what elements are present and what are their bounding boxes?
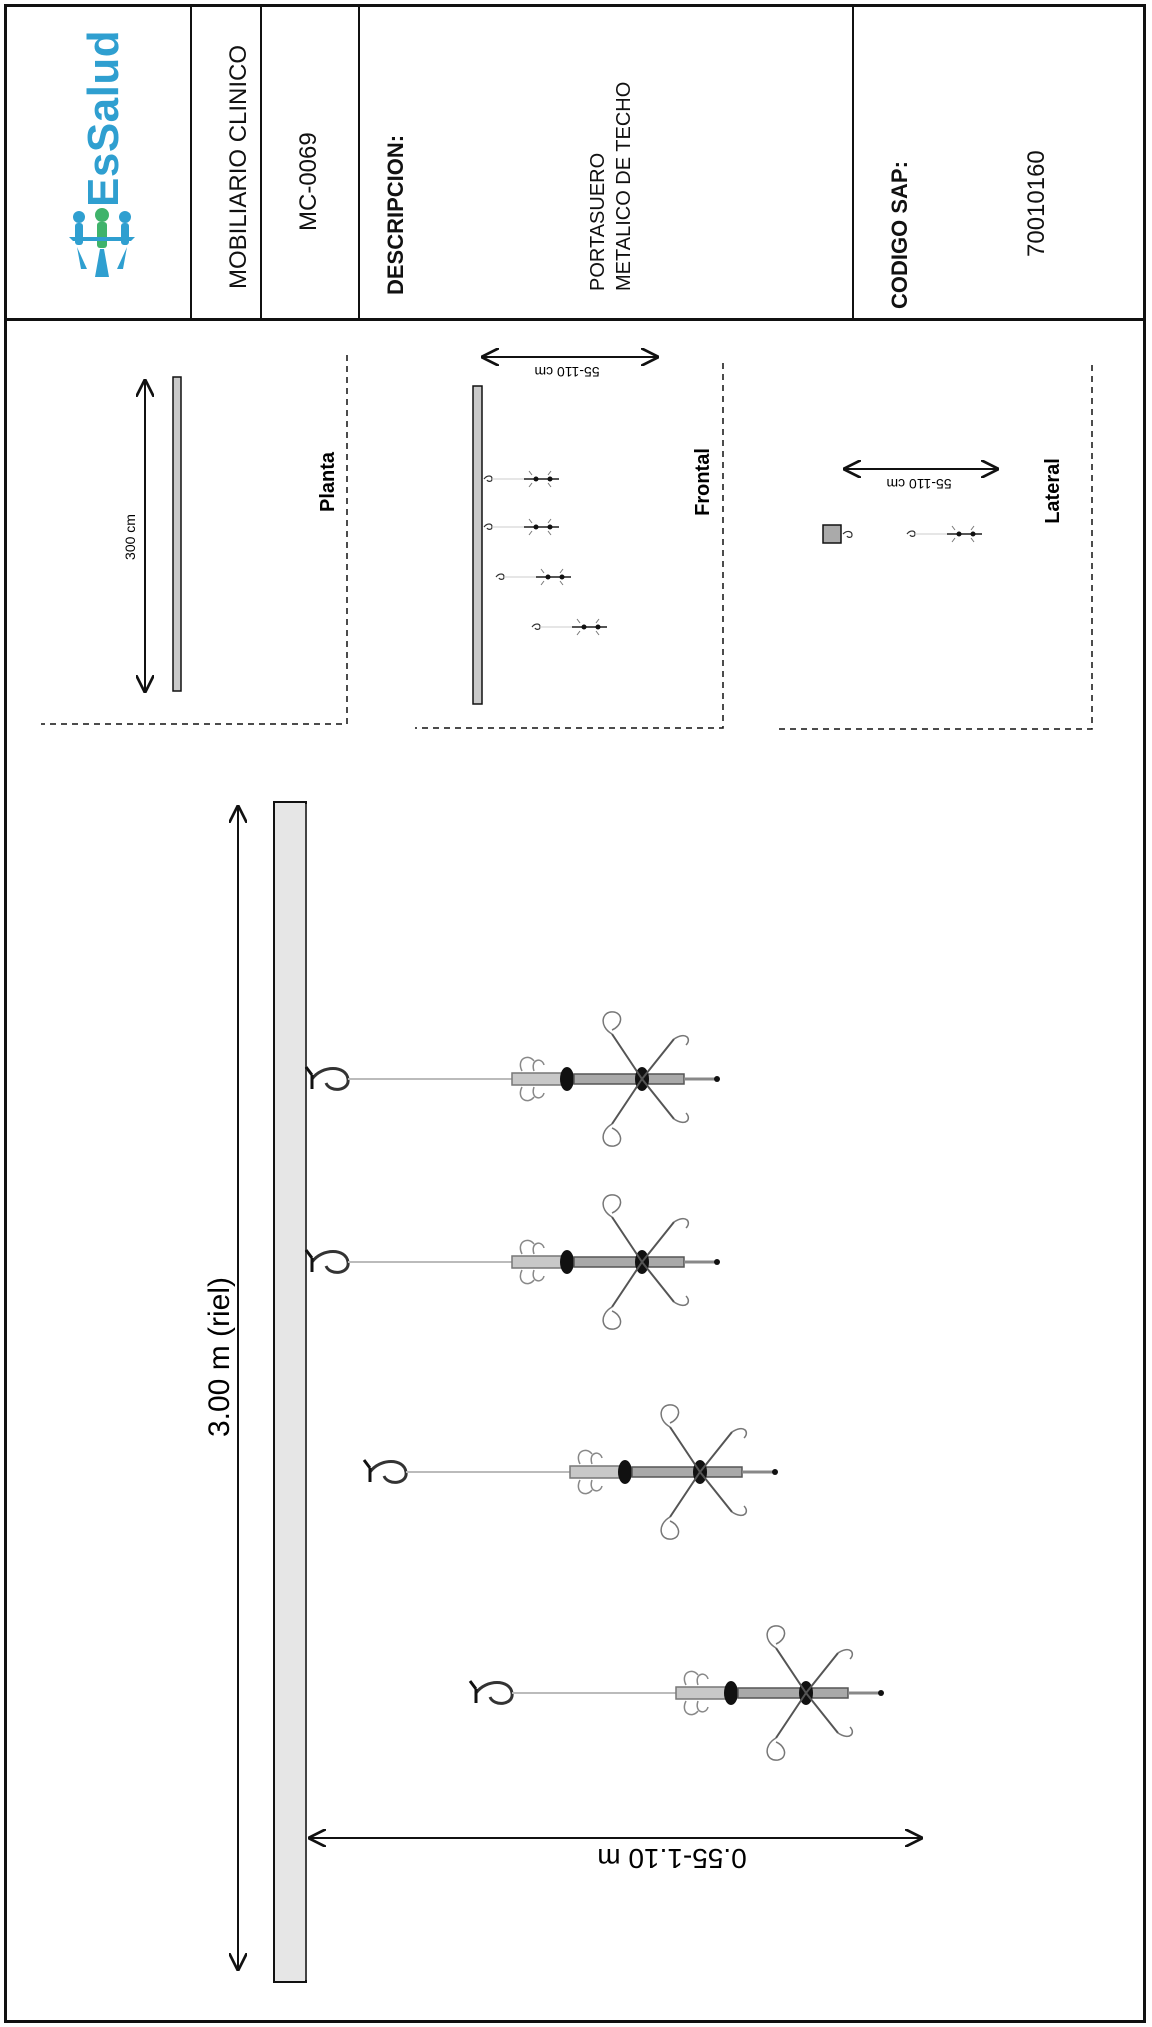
height-range-label: 0.55-1.10 m	[597, 1843, 746, 1874]
frontal-pole	[483, 470, 560, 488]
divider	[852, 7, 854, 318]
rail-length-label: 3.00 m (riel)	[203, 1277, 236, 1437]
frontal-view: 55-110 cm Frontal	[415, 357, 724, 729]
lateral-pole	[906, 525, 983, 543]
divider	[190, 7, 192, 318]
lateral-dimension-text: 55-110 cm	[886, 476, 951, 492]
iv-pole	[468, 1624, 886, 1762]
technical-drawing: 300 cm Planta 55-110 cm Frontal 55-110 c…	[41, 7, 1093, 1983]
frontal-dimension-text: 55-110 cm	[534, 364, 599, 380]
planta-dimension-text: 300 cm	[122, 514, 138, 560]
frontal-rail	[472, 385, 483, 705]
iv-pole	[304, 1193, 722, 1331]
lateral-hook	[842, 530, 853, 538]
frontal-label: Frontal	[692, 448, 714, 516]
frontal-pole	[483, 518, 560, 536]
lateral-rail-section	[822, 524, 842, 544]
drawing-sheet: EsSalud MOBILIARIO CLINICO MC-0069 DESCR…	[4, 4, 1146, 2023]
iv-pole	[362, 1403, 780, 1541]
iv-pole	[304, 1010, 722, 1148]
divider	[358, 7, 360, 318]
planta-label: Planta	[317, 451, 339, 512]
frontal-pole	[531, 618, 608, 636]
planta-rail	[172, 376, 182, 692]
lateral-frame	[779, 365, 1093, 730]
lateral-view: 55-110 cm Lateral	[779, 365, 1093, 730]
essalud-logo-icon	[69, 208, 135, 277]
lateral-label: Lateral	[1042, 458, 1064, 524]
divider	[260, 7, 262, 318]
frontal-frame	[415, 363, 724, 729]
planta-view: 300 cm Planta	[41, 355, 348, 725]
frontal-pole	[495, 568, 572, 586]
planta-frame	[41, 355, 348, 725]
ceiling-rail	[273, 801, 307, 1983]
title-block: EsSalud MOBILIARIO CLINICO MC-0069 DESCR…	[7, 7, 1143, 321]
main-view: 3.00 m (riel) 0.55-1.10 m	[203, 801, 921, 1983]
